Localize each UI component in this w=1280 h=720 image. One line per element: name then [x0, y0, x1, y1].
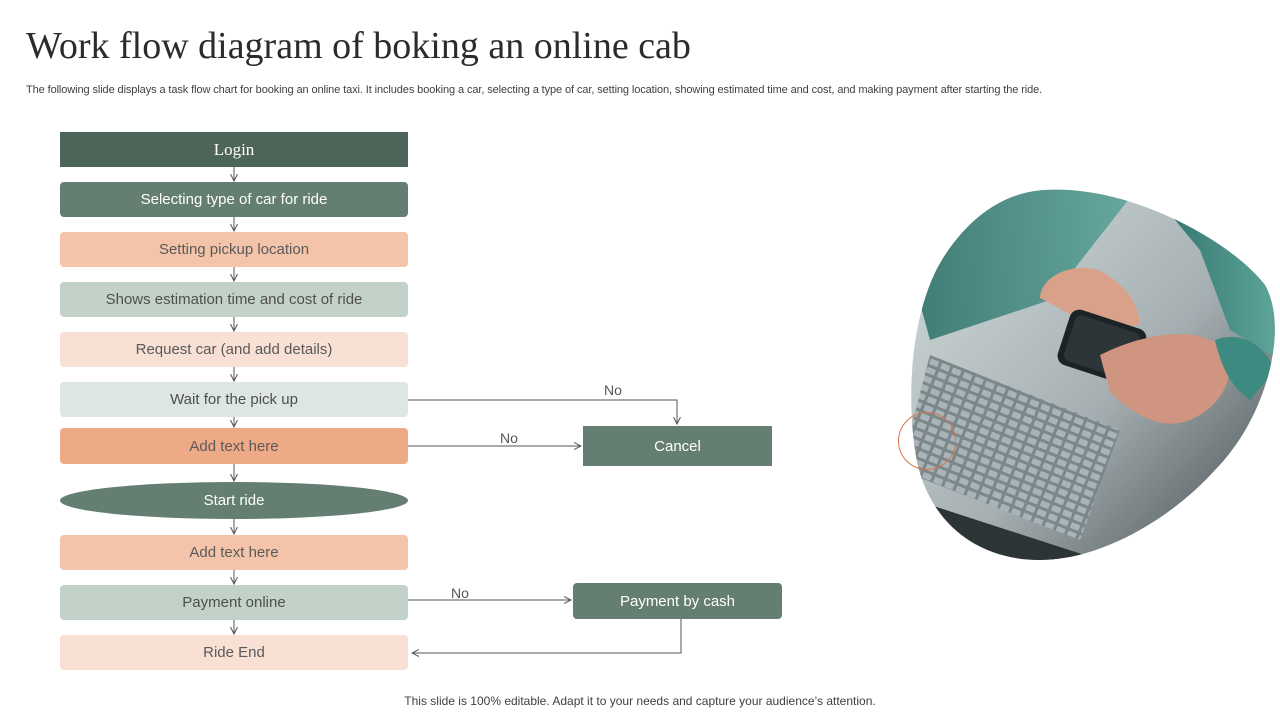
- step-set-pickup-location: Setting pickup location: [60, 232, 408, 267]
- arrow-wait-to-cancel: [408, 399, 677, 424]
- edge-label-online-cash: No: [451, 585, 469, 601]
- step-request-car: Request car (and add details): [60, 332, 408, 367]
- arrow-cash-to-end: [412, 619, 682, 653]
- slide-subtitle: The following slide displays a task flow…: [26, 84, 1043, 96]
- step-cancel: Cancel: [583, 426, 772, 466]
- edge-label-wait-cancel: No: [604, 382, 622, 398]
- step-wait-pickup: Wait for the pick up: [60, 382, 408, 417]
- step-payment-by-cash: Payment by cash: [573, 583, 782, 619]
- edge-label-add-cancel: No: [500, 430, 518, 446]
- step-show-estimation: Shows estimation time and cost of ride: [60, 282, 408, 317]
- step-add-text-2: Add text here: [60, 535, 408, 570]
- step-payment-online: Payment online: [60, 585, 408, 620]
- slide-footer: This slide is 100% editable. Adapt it to…: [404, 694, 876, 708]
- step-select-car-type: Selecting type of car for ride: [60, 182, 408, 217]
- accent-ring: [898, 412, 956, 470]
- step-login: Login: [60, 132, 408, 167]
- step-ride-end: Ride End: [60, 635, 408, 670]
- step-add-text-1: Add text here: [60, 428, 408, 464]
- step-start-ride: Start ride: [60, 482, 408, 519]
- slide-title: Work flow diagram of boking an online ca…: [26, 25, 691, 67]
